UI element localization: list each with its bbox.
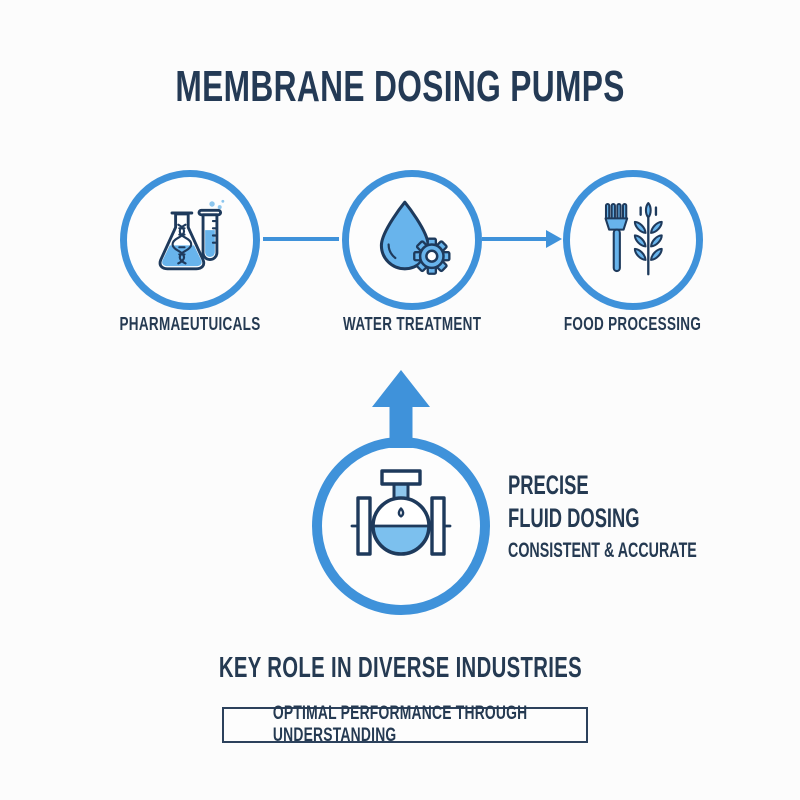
footer-boxed-banner: OPTIMAL PERFORMANCE THROUGH UNDERSTANDIN… — [222, 703, 588, 746]
connector-line — [263, 237, 339, 241]
label-pharmaceuticals: PHARMAEUTUICALS — [119, 314, 261, 334]
footer-heading-row: KEY ROLE IN DIVERSE INDUSTRIES — [0, 652, 800, 685]
connector-arrow — [482, 230, 562, 248]
page-title: MEMBRANE DOSING PUMPS — [175, 62, 625, 111]
page-title-row: MEMBRANE DOSING PUMPS — [0, 62, 800, 112]
flask-testtube-icon — [158, 199, 225, 271]
up-arrow-icon — [372, 370, 430, 448]
feature-text-block: PRECISE FLUID DOSING CONSISTENT & ACCURA… — [508, 469, 786, 564]
feature-line-1: PRECISE — [508, 470, 589, 500]
label-food-processing: FOOD PROCESSING — [564, 314, 702, 334]
feature-line-2: FLUID DOSING — [508, 503, 640, 533]
feature-line-3: CONSISTENT & ACCURATE — [508, 539, 697, 562]
droplet-gear-icon — [379, 200, 451, 275]
industry-circle-food-processing — [563, 170, 703, 310]
footer-heading: KEY ROLE IN DIVERSE INDUSTRIES — [218, 652, 582, 684]
dosing-pump-icon — [350, 469, 452, 556]
industry-circle-pharmaceuticals — [120, 170, 260, 310]
footer-boxed-text: OPTIMAL PERFORMANCE THROUGH UNDERSTANDIN… — [272, 703, 528, 746]
industry-circle-water-treatment — [342, 170, 482, 310]
label-water-treatment: WATER TREATMENT — [342, 314, 482, 334]
fork-wheat-icon — [604, 202, 663, 276]
